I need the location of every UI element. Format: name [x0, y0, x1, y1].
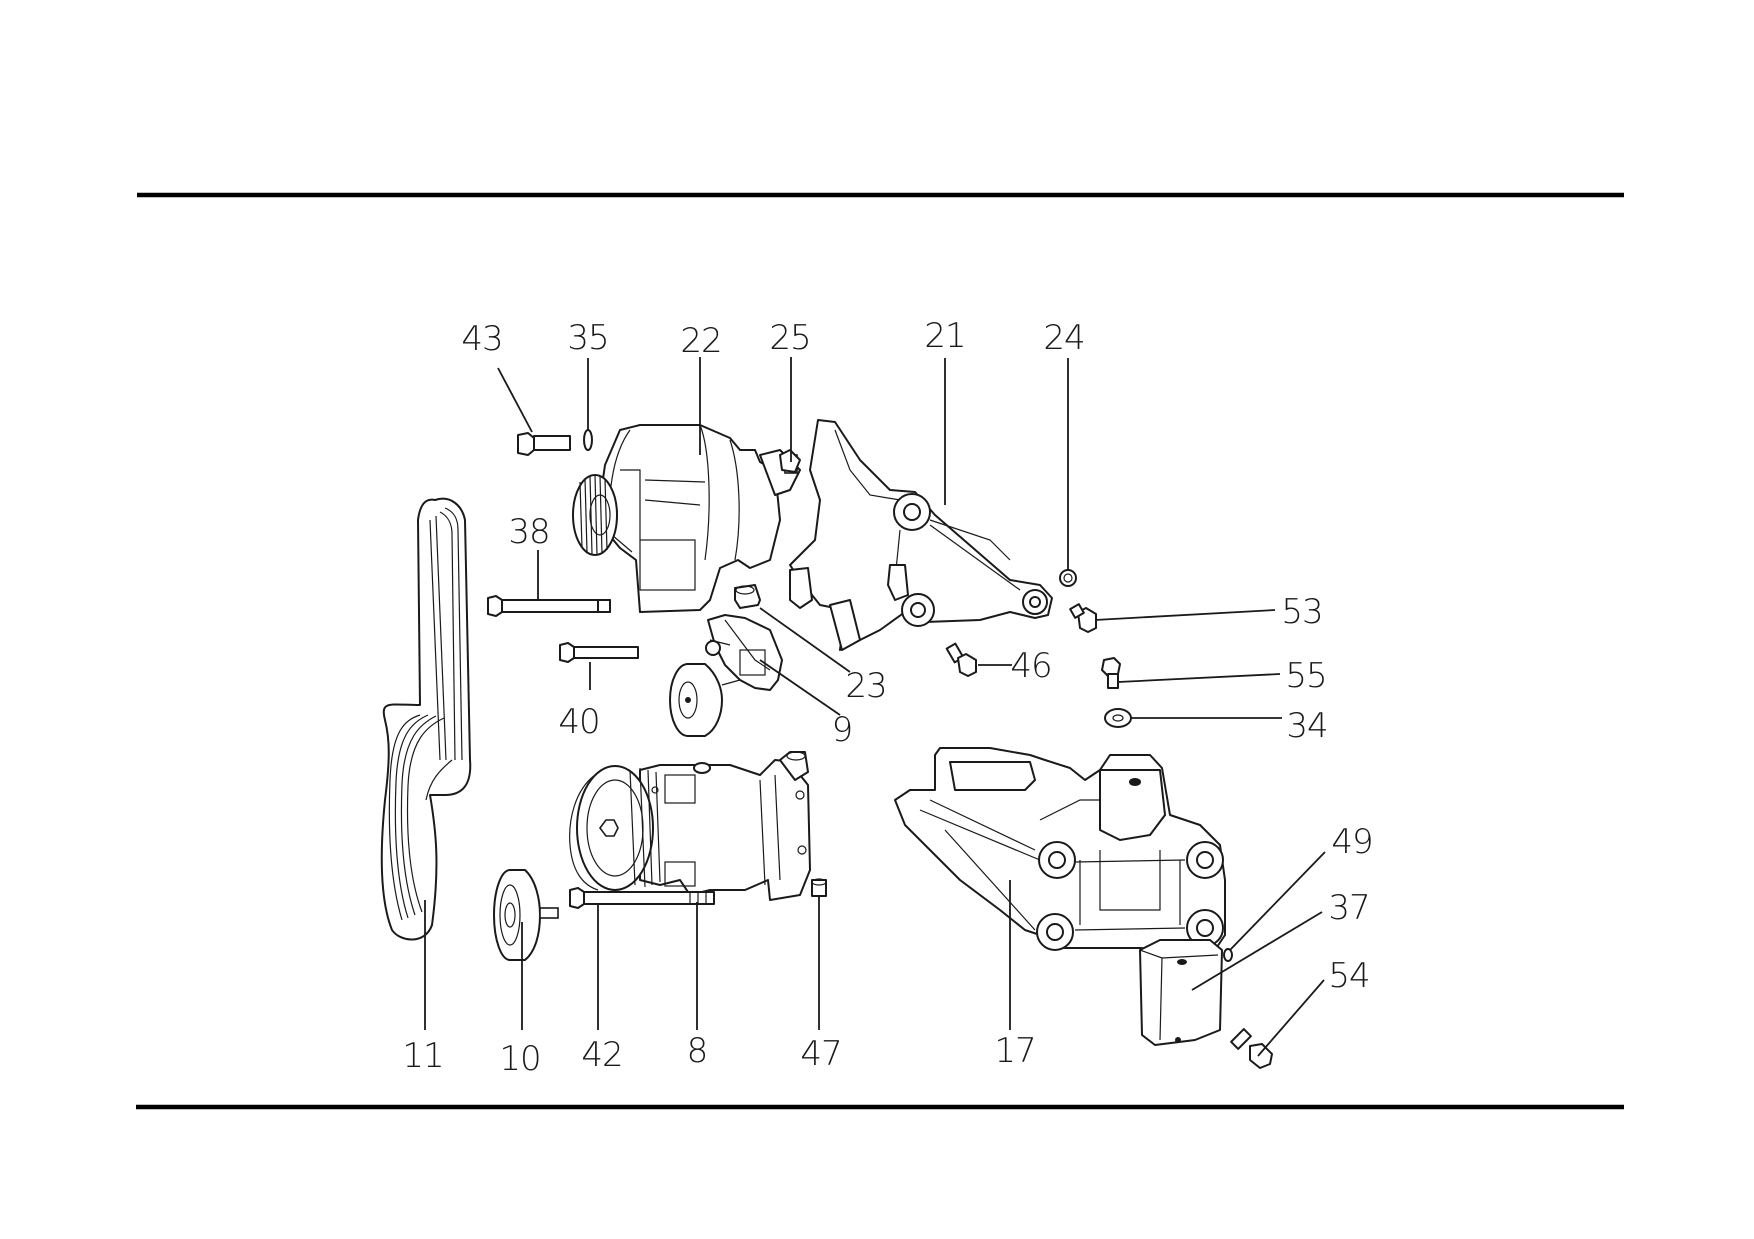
washer-34 [1104, 708, 1132, 728]
callout-22: 22 [680, 321, 721, 361]
bolt-43 [517, 432, 571, 456]
ac-compressor [569, 751, 811, 901]
callout-40: 40 [558, 702, 599, 742]
mount-block [1139, 939, 1223, 1046]
pin-49 [1223, 948, 1233, 962]
callout-25: 25 [769, 318, 810, 358]
callout-53: 53 [1281, 592, 1322, 632]
bolt-40 [559, 642, 639, 663]
callout-55: 55 [1285, 656, 1326, 696]
callout-35: 35 [567, 318, 608, 358]
bolt-38 [487, 595, 611, 617]
callout-17: 17 [994, 1031, 1035, 1071]
callout-37: 37 [1328, 888, 1369, 928]
callout-46: 46 [1010, 646, 1051, 686]
bolt-55 [1101, 657, 1121, 689]
alternator-bracket [789, 419, 1053, 651]
callout-43: 43 [461, 319, 502, 359]
spacer-23 [734, 584, 761, 609]
callout-34: 34 [1286, 706, 1327, 746]
callout-49: 49 [1331, 822, 1372, 862]
bolt-42 [569, 887, 715, 909]
callout-11: 11 [402, 1036, 443, 1076]
nut-47 [811, 878, 827, 897]
compressor-bracket [894, 747, 1226, 956]
callout-38: 38 [508, 512, 549, 552]
callout-8: 8 [687, 1031, 708, 1071]
belt-tensioner [669, 614, 783, 737]
alternator [572, 424, 801, 613]
nut-24 [1059, 569, 1077, 587]
callout-42: 42 [581, 1035, 622, 1075]
washer-35 [583, 429, 593, 451]
bolt-53 [1069, 603, 1097, 633]
callout-54: 54 [1328, 956, 1369, 996]
callout-10: 10 [499, 1039, 540, 1079]
bolt-46 [945, 642, 977, 677]
callout-21: 21 [924, 316, 965, 356]
callout-47: 47 [800, 1034, 841, 1074]
leader-lines [424, 357, 1326, 1057]
serpentine-belt [380, 497, 472, 941]
callout-23: 23 [845, 666, 886, 706]
callout-9: 9 [832, 710, 853, 750]
bolt-54 [1230, 1028, 1273, 1069]
idler-pulley [493, 869, 559, 961]
callout-labels: 43 35 22 25 21 24 38 53 23 46 55 9 40 34… [402, 316, 1373, 1079]
terminal-25 [779, 449, 801, 473]
callout-24: 24 [1043, 318, 1084, 358]
